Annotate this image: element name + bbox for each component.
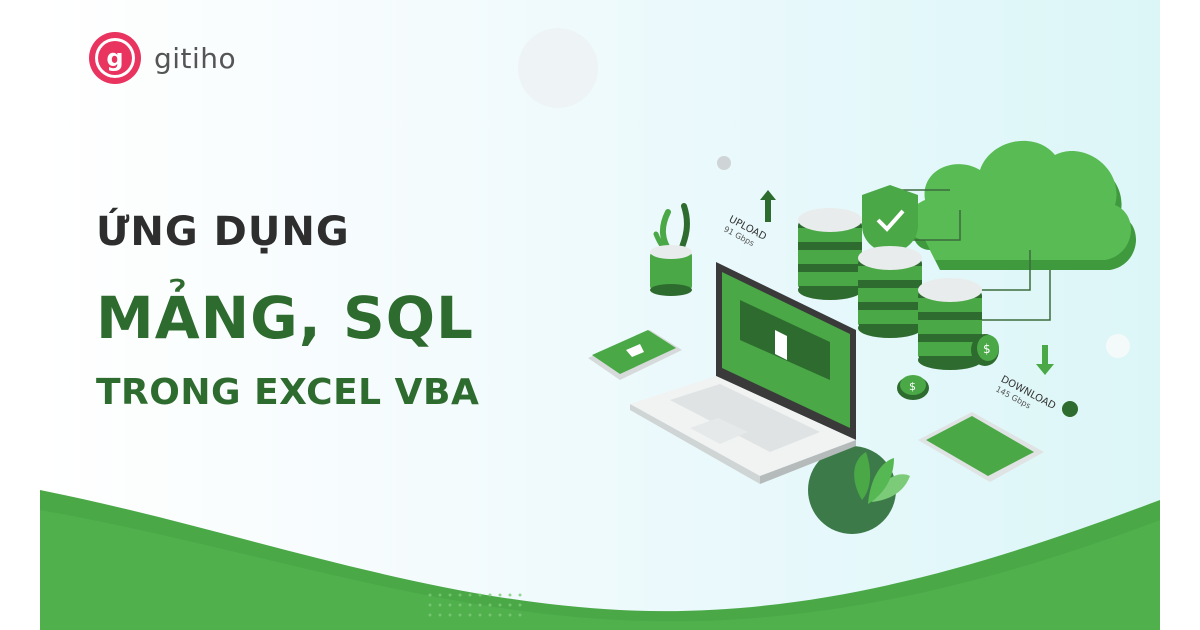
headline-line1: ỨNG DỤNG: [96, 209, 350, 255]
headline-line3: TRONG EXCEL VBA: [96, 371, 480, 413]
logo-letter: g: [106, 44, 123, 72]
headline-block: ỨNG DỤNG MẢNG, SQL TRONG EXCEL VBA: [96, 210, 576, 412]
headline-line2: MẢNG, SQL: [96, 284, 475, 352]
gitiho-logo-icon: g: [89, 32, 141, 84]
brand-logo[interactable]: g gitiho: [86, 28, 236, 88]
brand-name: gitiho: [154, 41, 237, 75]
